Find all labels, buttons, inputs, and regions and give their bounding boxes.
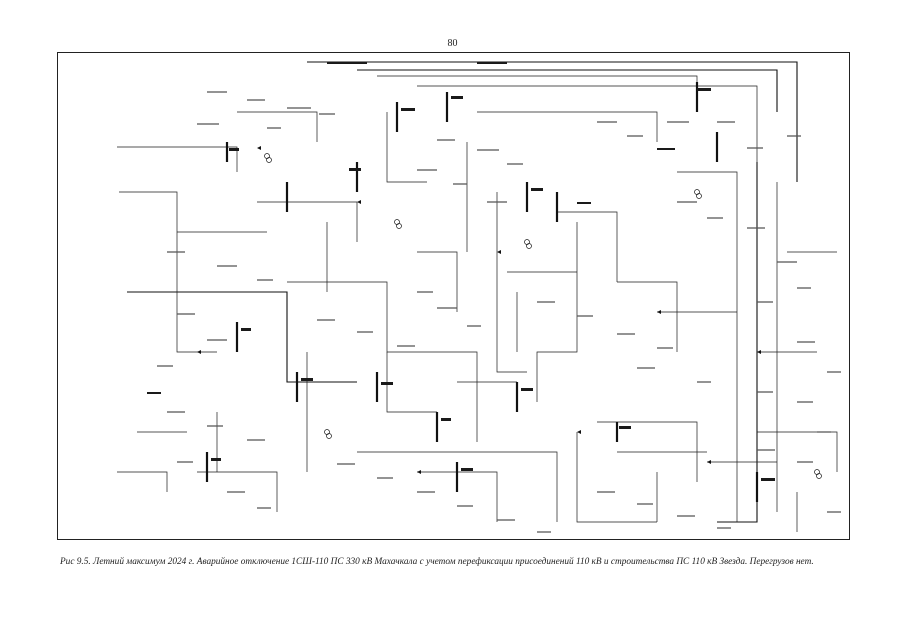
diagram-frame [57, 52, 850, 540]
page-number: 80 [447, 38, 458, 49]
substation-buses [205, 82, 759, 502]
label-marks [157, 91, 841, 533]
power-grid-scheme [117, 61, 841, 533]
direction-arrows [197, 146, 761, 474]
figure-caption: Рис 9.5. Летний максимум 2024 г. Аварийн… [60, 557, 814, 567]
equipment-blocks [147, 62, 775, 481]
transmission-lines [117, 61, 838, 532]
transformer-symbols [264, 153, 822, 479]
